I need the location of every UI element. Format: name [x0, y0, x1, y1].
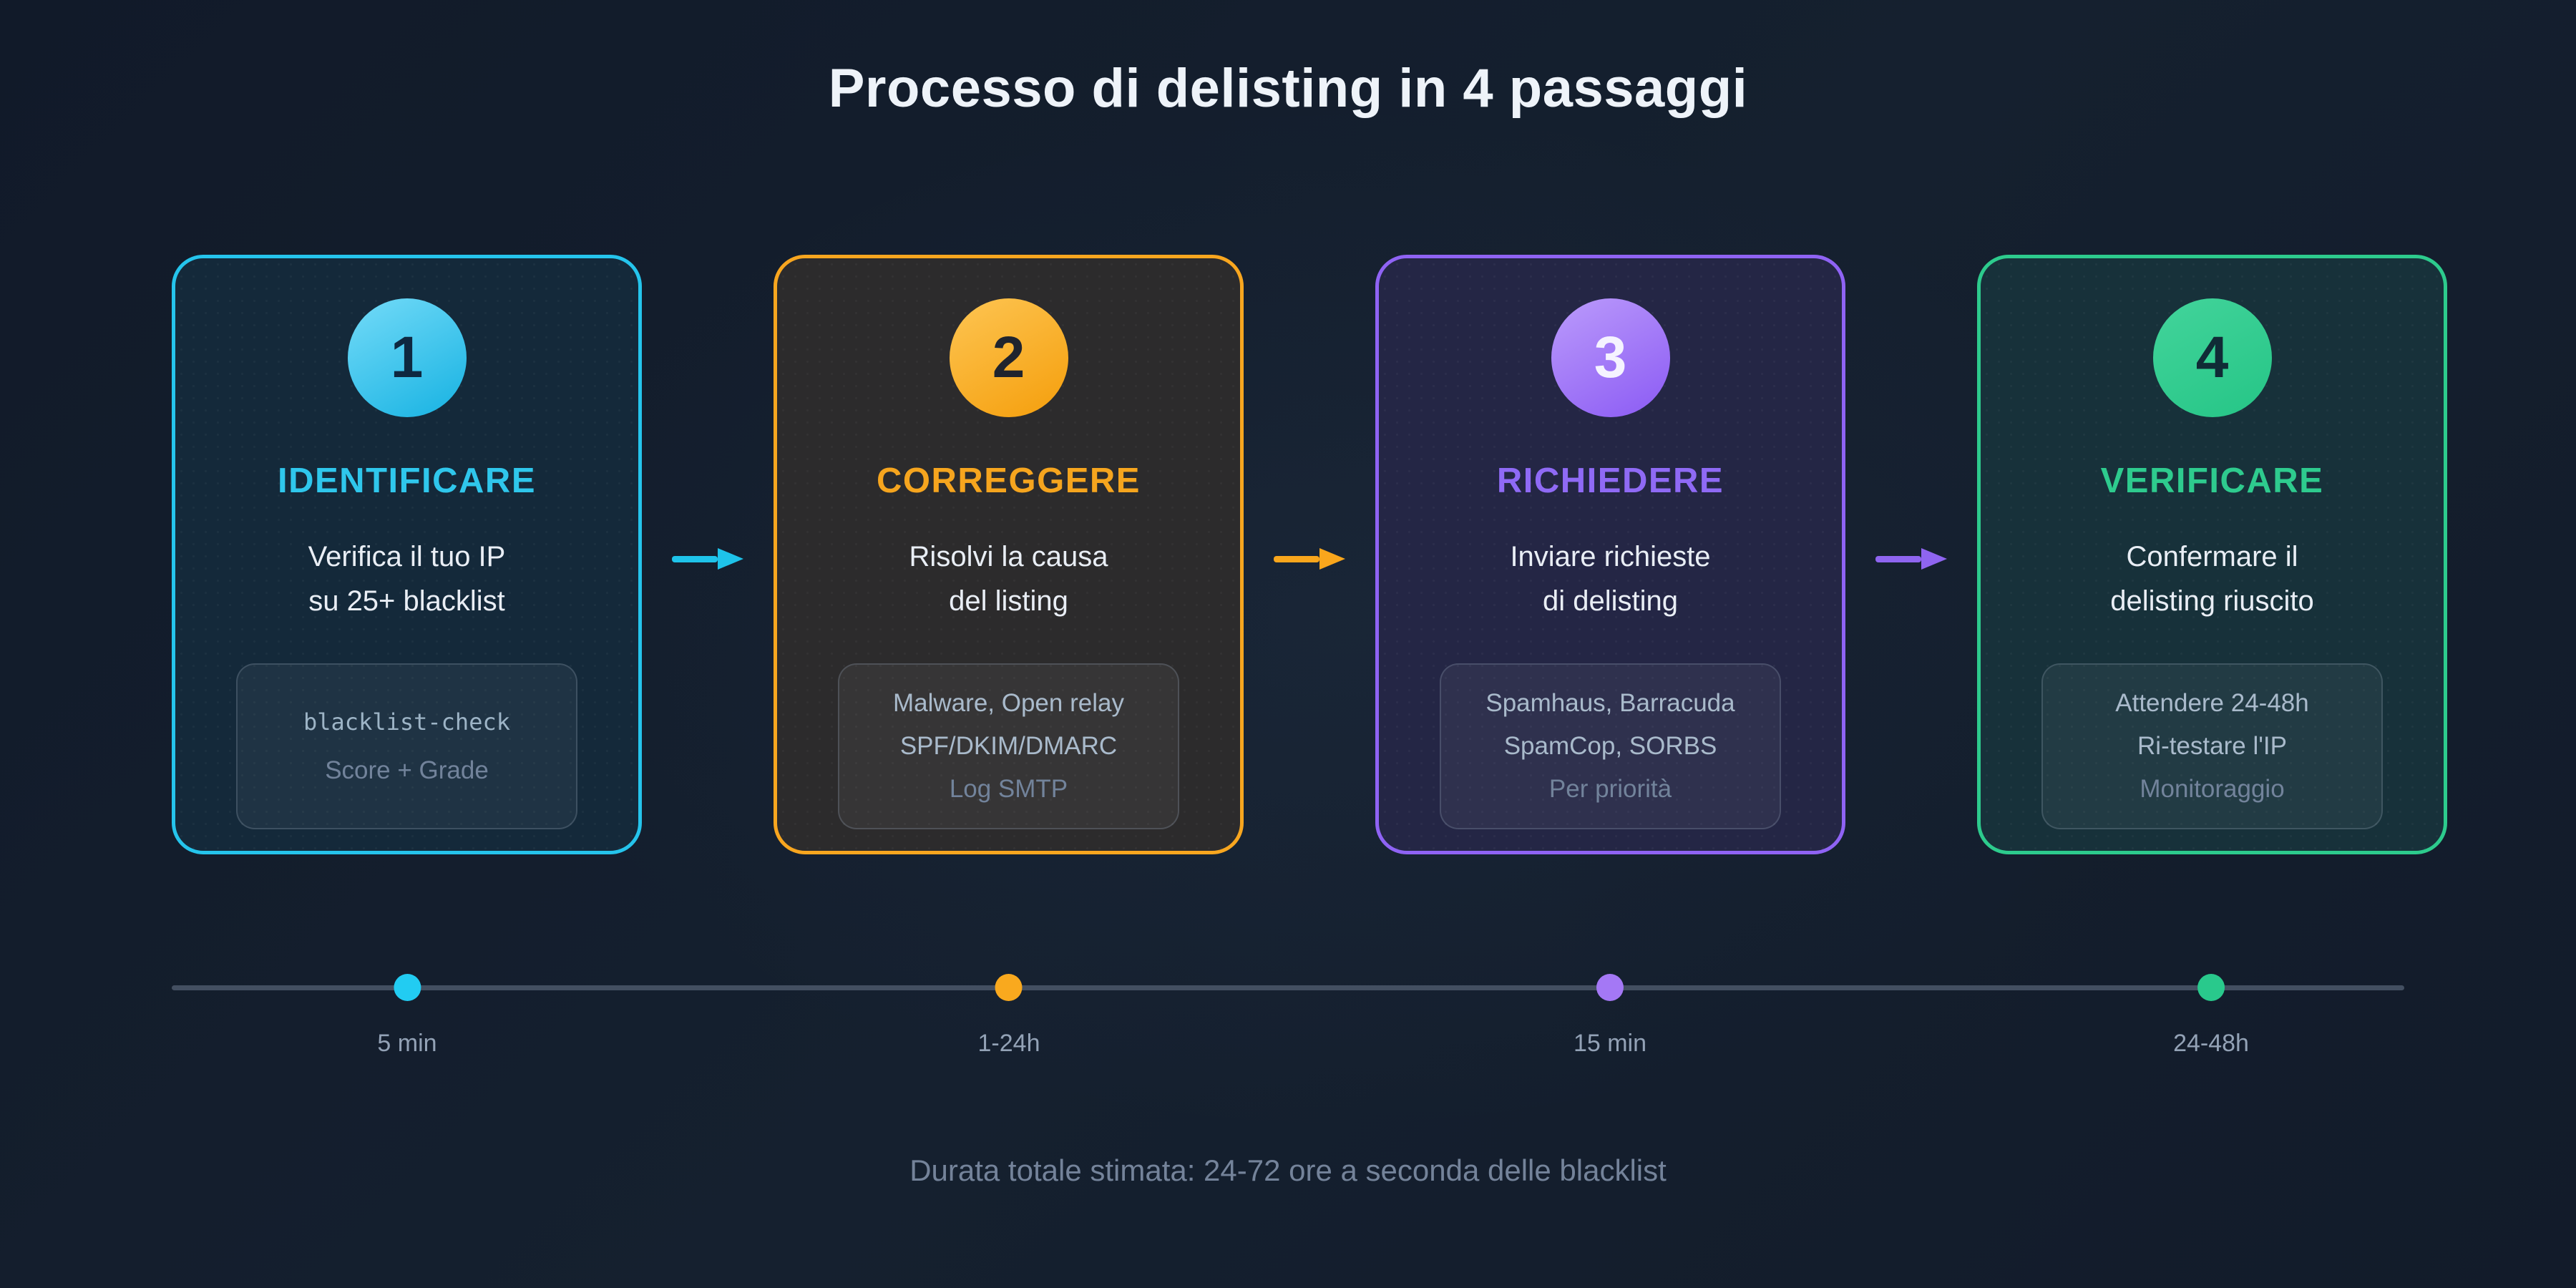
step-3-title: RICHIEDERE	[1496, 462, 1724, 500]
step-1-detail-command: blacklist-check	[303, 708, 510, 736]
timeline-duration-3: 15 min	[1573, 1030, 1647, 1057]
total-duration-note: Durata totale stimata: 24-72 ore a secon…	[909, 1153, 1667, 1187]
step-1-detail-box: blacklist-check Score + Grade	[236, 663, 577, 829]
timeline-point-4: 24-48h	[2173, 974, 2249, 1055]
arrow-head	[1921, 548, 1947, 570]
step-card-identificare: 1 IDENTIFICARE Verifica il tuo IP su 25+…	[172, 255, 642, 854]
step-3-number-badge: 3	[1551, 298, 1670, 417]
step-3-description-line-2: di delisting	[1542, 585, 1678, 617]
timeline-duration-1: 5 min	[377, 1030, 437, 1057]
arrow-shaft	[1875, 555, 1921, 562]
step-1-description-line-1: Verifica il tuo IP	[308, 541, 506, 572]
step-4-detail-line-2: Ri-testare l'IP	[2137, 732, 2287, 760]
arrow-right-icon	[642, 548, 774, 570]
step-2-number: 2	[992, 325, 1025, 390]
step-1-detail-note: Score + Grade	[325, 756, 489, 784]
timeline-duration-2: 1-24h	[977, 1030, 1040, 1057]
step-2-detail-line-2: SPF/DKIM/DMARC	[899, 732, 1118, 760]
step-card-correggere: 2 CORREGGERE Risolvi la causa del listin…	[774, 255, 1244, 854]
step-4-description-line-1: Confermare il	[2126, 541, 2298, 572]
process-steps-row: 1 IDENTIFICARE Verifica il tuo IP su 25+…	[172, 255, 2447, 854]
step-2-detail-note: Log SMTP	[949, 775, 1068, 803]
step-3-number: 3	[1594, 325, 1627, 390]
step-card-richiedere: 3 RICHIEDERE Inviare richieste di delist…	[1375, 255, 1845, 854]
timeline-dot-1	[393, 974, 421, 1001]
step-2-description-line-2: del listing	[949, 585, 1068, 617]
step-2-description-line-1: Risolvi la causa	[909, 541, 1108, 572]
step-3-detail-line-2: SpamCop, SORBS	[1503, 732, 1717, 760]
step-3-detail-note: Per priorità	[1548, 775, 1672, 803]
step-4-detail-line-1: Attendere 24-48h	[2115, 689, 2309, 717]
step-1-title: IDENTIFICARE	[278, 462, 536, 500]
timeline-point-3: 15 min	[1574, 974, 1646, 1055]
timeline-point-1: 5 min	[377, 974, 437, 1057]
step-1-description: Verifica il tuo IP su 25+ blacklist	[308, 535, 506, 623]
step-4-number: 4	[2195, 325, 2229, 390]
arrow-head	[1319, 548, 1345, 570]
timeline-dot-2	[995, 974, 1023, 1001]
timeline-dot-4	[2197, 974, 2225, 1001]
step-3-description-line-1: Inviare richieste	[1510, 541, 1711, 572]
arrow-shaft	[672, 555, 718, 562]
timeline: 5 min 1-24h 15 min 24-48h	[172, 974, 2404, 1074]
step-1-number: 1	[390, 325, 424, 390]
step-1-number-badge: 1	[347, 298, 467, 417]
step-2-title: CORREGGERE	[877, 462, 1141, 500]
step-4-number-badge: 4	[2152, 298, 2272, 417]
arrow-head	[718, 548, 743, 570]
step-4-detail-box: Attendere 24-48h Ri-testare l'IP Monitor…	[2041, 663, 2383, 829]
step-1-description-line-2: su 25+ blacklist	[308, 585, 505, 617]
timeline-dot-3	[1596, 974, 1624, 1001]
step-card-verificare: 4 VERIFICARE Confermare il delisting riu…	[1977, 255, 2447, 854]
step-2-detail-box: Malware, Open relay SPF/DKIM/DMARC Log S…	[838, 663, 1179, 829]
arrow-right-icon	[1244, 548, 1375, 570]
arrow-shaft	[1274, 555, 1319, 562]
page-title: Processo di delisting in 4 passaggi	[828, 58, 1748, 119]
step-4-title: VERIFICARE	[2100, 462, 2324, 500]
step-3-detail-box: Spamhaus, Barracuda SpamCop, SORBS Per p…	[1440, 663, 1781, 829]
step-4-description-line-2: delisting riuscito	[2110, 585, 2314, 617]
timeline-point-2: 1-24h	[978, 974, 1040, 1055]
step-4-description: Confermare il delisting riuscito	[2110, 535, 2314, 623]
step-2-number-badge: 2	[949, 298, 1068, 417]
timeline-duration-4: 24-48h	[2173, 1030, 2249, 1057]
step-4-detail-note: Monitoraggio	[2140, 775, 2285, 803]
step-3-detail-line-1: Spamhaus, Barracuda	[1485, 689, 1735, 717]
arrow-right-icon	[1845, 548, 1977, 570]
step-2-detail-line-1: Malware, Open relay	[893, 689, 1124, 717]
step-3-description: Inviare richieste di delisting	[1510, 535, 1710, 623]
step-2-description: Risolvi la causa del listing	[909, 535, 1108, 623]
timeline-line	[172, 985, 2404, 990]
